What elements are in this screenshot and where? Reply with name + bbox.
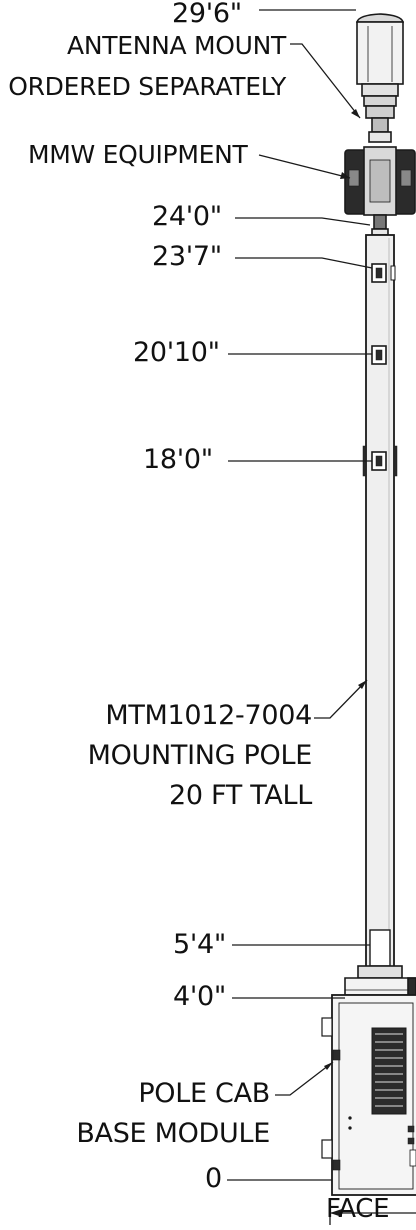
elevation-23-7-label: 23'7" — [152, 241, 222, 272]
elevation-0-label: 0 — [205, 1163, 222, 1194]
mounting-pole — [362, 234, 398, 981]
pole-height-label: 20 FT TALL — [168, 780, 312, 811]
elevation-4-0-label: 4'0" — [173, 981, 226, 1012]
mmw-equipment — [344, 146, 416, 236]
antenna-mount-label-line1: ANTENNA MOUNT — [67, 31, 286, 60]
pole-base-collar — [344, 965, 416, 997]
leader-arrowheads — [324, 109, 367, 1070]
face-dimension — [329, 1198, 416, 1225]
elevation-24-0-label: 24'0" — [152, 201, 222, 232]
top-elevation-label: 29'6" — [172, 0, 242, 29]
antenna-mount-label-line2: ORDERED SEPARATELY — [8, 72, 286, 101]
pole-part-number-label: MTM1012-7004 — [105, 700, 312, 731]
pole-cab-label-line2: BASE MODULE — [76, 1118, 270, 1149]
face-label: FACE — [326, 1194, 390, 1224]
elevation-18-0-label: 18'0" — [143, 444, 213, 475]
pole-cab-label-line1: POLE CAB — [138, 1078, 270, 1109]
pole-description-label: MOUNTING POLE — [87, 740, 313, 771]
leader-lines — [227, 9, 373, 1181]
elevation-20-10-label: 20'10" — [133, 337, 220, 368]
antenna-canister — [355, 13, 405, 143]
elevation-5-4-label: 5'4" — [173, 929, 226, 960]
mmw-equipment-label: MMW EQUIPMENT — [28, 140, 248, 169]
pole-cab-cabinet — [321, 994, 416, 1196]
